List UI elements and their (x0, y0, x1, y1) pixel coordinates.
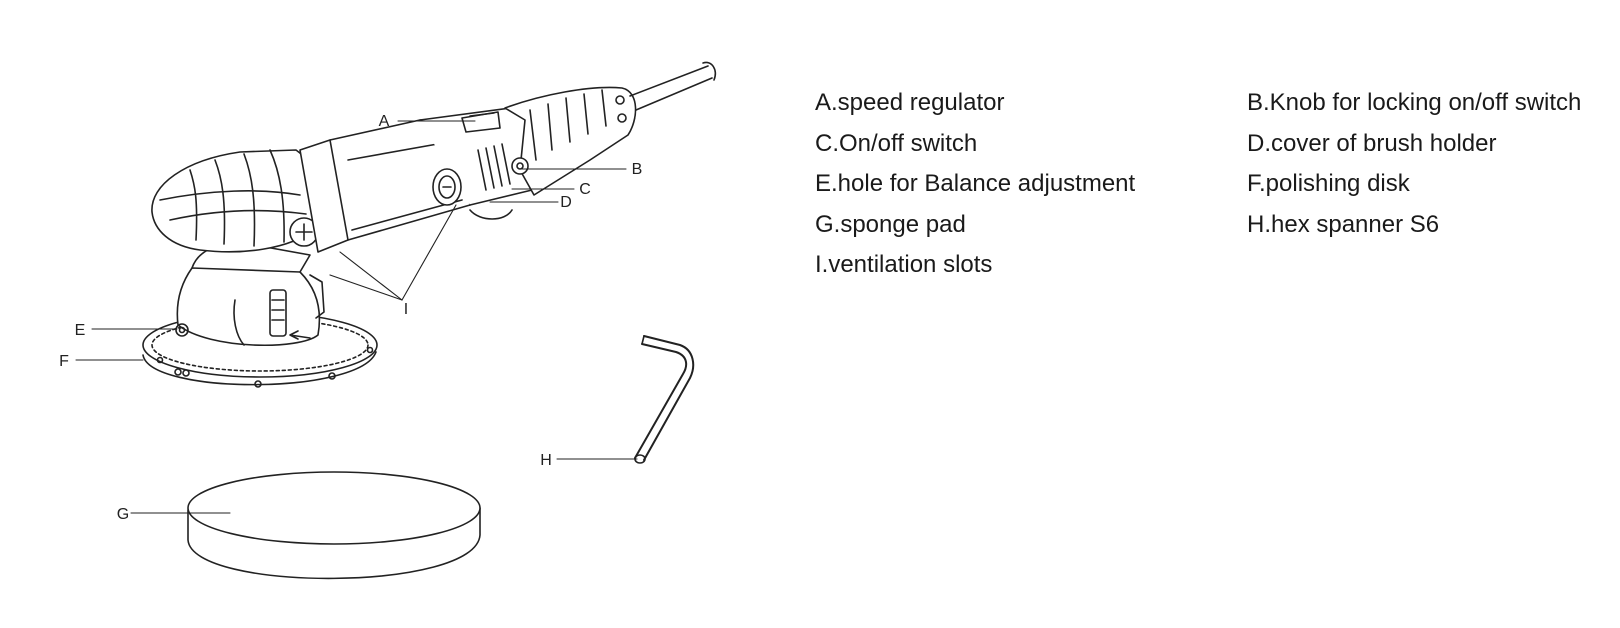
front-grip (151, 149, 320, 253)
callout-a: A (379, 113, 390, 130)
polisher-diagram: A B C D E F G H I (0, 0, 800, 628)
leader-i-2 (339, 251, 403, 301)
leader-i-3 (401, 204, 457, 301)
legend-item-h: H.hex spanner S6 (1247, 210, 1440, 238)
callout-f: F (59, 353, 69, 370)
main-body (419, 107, 533, 206)
legend-item-c: C.On/off switch (815, 129, 978, 157)
sponge-pad (187, 471, 481, 580)
legend-item-b: B.Knob for locking on/off switch (1247, 89, 1582, 116)
leader-lines (75, 120, 638, 514)
power-cord (629, 61, 717, 111)
legend-item-a: A.speed regulator (815, 89, 1005, 116)
legend-item-d: D.cover of brush holder (1247, 129, 1497, 157)
legend-item-g: G.sponge pad (815, 210, 966, 238)
callout-c: C (579, 181, 591, 198)
leader-i-1 (329, 274, 403, 301)
gear-head (299, 119, 471, 253)
callout-g: G (117, 506, 129, 523)
callout-d: D (560, 194, 572, 211)
motor-housing (175, 242, 325, 347)
callout-h: H (540, 452, 552, 469)
legend-item-e: E.hole for Balance adjustment (815, 170, 1136, 197)
hex-spanner (634, 335, 695, 464)
callout-b: B (632, 161, 643, 178)
parts-legend: A.speed regulator B.Knob for locking on/… (815, 88, 1615, 280)
diagram-canvas: A B C D E F G H I (59, 61, 717, 580)
callout-i: I (404, 301, 408, 318)
callout-e: E (75, 322, 86, 339)
legend-item-f: F.polishing disk (1247, 170, 1410, 197)
legend-item-i: I.ventilation slots (815, 251, 993, 278)
